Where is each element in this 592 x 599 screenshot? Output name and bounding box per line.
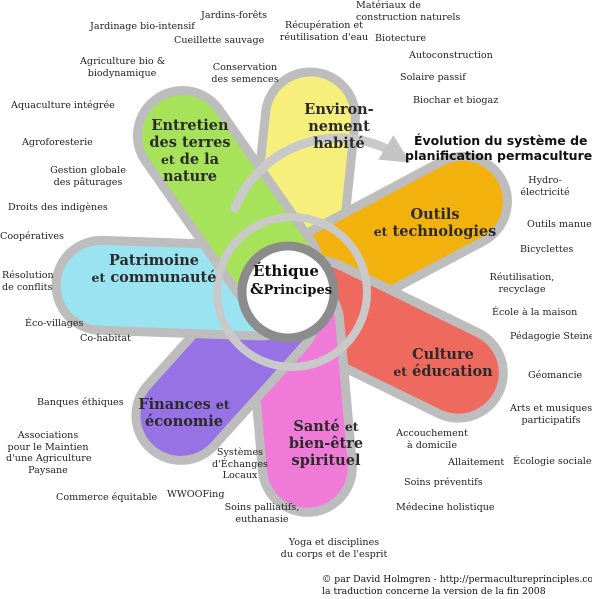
label-recuperation: Récupération et réutilisation d'eau [279, 20, 369, 43]
label-ecologie-sociale: Écologie sociale [513, 456, 592, 467]
credit-text: © par David Holmgren - http://permacultu… [322, 574, 592, 597]
label-associations: Associations pour le Maintien d'une Agri… [6, 430, 92, 476]
label-biotecture: Biotecture [375, 33, 427, 44]
label-eco-villages: Éco-villages [25, 318, 84, 329]
label-agroforesterie: Agroforesterie [22, 137, 93, 148]
label-accouchement: Accouchement à domicile [396, 428, 468, 451]
label-steiner: Pédagogie Steiner [510, 331, 592, 342]
label-materiaux: Matériaux de construction naturels [356, 0, 461, 23]
label-co-habitat: Co-habitat [80, 333, 131, 344]
petal-title-outils: Outils et technologies [373, 206, 497, 240]
label-gestion: Gestion globale des pâturages [50, 165, 126, 188]
petal-title-patrimoine: Patrimoine et communauté [91, 252, 217, 286]
label-outils-manuels: Outils manuels [527, 219, 592, 230]
label-autoconstruction: Autoconstruction [409, 50, 493, 61]
label-banques: Banques éthiques [37, 397, 124, 408]
label-aquaculture: Aquaculture intégrée [11, 100, 115, 111]
center-principes: Principes [263, 283, 333, 298]
label-yoga: Yoga et disciplines du corps et de l'esp… [280, 537, 388, 560]
center-disc [248, 252, 328, 332]
label-geomancie: Géomancie [528, 370, 583, 381]
label-agriculture-bio: Agriculture bio & biodynamique [80, 56, 166, 79]
label-wwoofing: WWOOFing [167, 489, 225, 500]
label-soins-palliatifs: Soins palliatifs, euthanasie [224, 502, 300, 525]
label-biochar: Biochar et biogaz [413, 95, 499, 106]
label-droits: Droits des indigènes [8, 202, 108, 213]
label-cueillette-sauvage: Cueillette sauvage [174, 35, 265, 46]
label-solaire-passif: Solaire passif [400, 72, 466, 83]
label-allaitement: Allaitement [448, 457, 505, 468]
center-ethique: Éthique [253, 262, 319, 280]
label-resolution: Résolution de conflits [2, 270, 54, 293]
center-label: Éthique &Principes [250, 262, 332, 316]
petal-title-finances: Finances et économie [138, 396, 230, 430]
label-reutilisation: Réutilisation, recyclage [489, 272, 555, 295]
evolution-heading: Évolution du système de planification pe… [405, 133, 592, 163]
label-commerce: Commerce équitable [56, 492, 158, 503]
label-arts: Arts et musiques participatifs [510, 403, 592, 426]
label-systemes: Systèmes d'Échanges Locaux [212, 447, 268, 481]
label-jardins-forets: Jardins-forêts [201, 10, 268, 21]
label-jardinage-bio-intensif: Jardinage bio-intensif [90, 21, 195, 32]
petal-title-sante: Santé et bien-être spirituel [288, 418, 364, 469]
evolution-arrow [230, 133, 411, 213]
petal-title-entretien: Entretien des terres et de la nature [149, 117, 231, 185]
label-bicyclettes: Bicyclettes [520, 244, 574, 255]
petal-title-culture: Culture et éducation [393, 346, 493, 380]
label-ecole: École à la maison [492, 307, 578, 318]
label-cooperatives: Coopératives [0, 231, 64, 242]
inner-ring [213, 213, 371, 371]
label-hydro: Hydro- électricité [520, 175, 570, 198]
center-ampersand: & [250, 280, 264, 298]
petal-title-environnement: Environ- nement habité [304, 101, 374, 152]
label-medecine: Médecine holistique [396, 502, 495, 513]
label-soins-preventifs: Soins préventifs [404, 477, 483, 488]
label-conservation: Conservation des semences [211, 62, 279, 85]
